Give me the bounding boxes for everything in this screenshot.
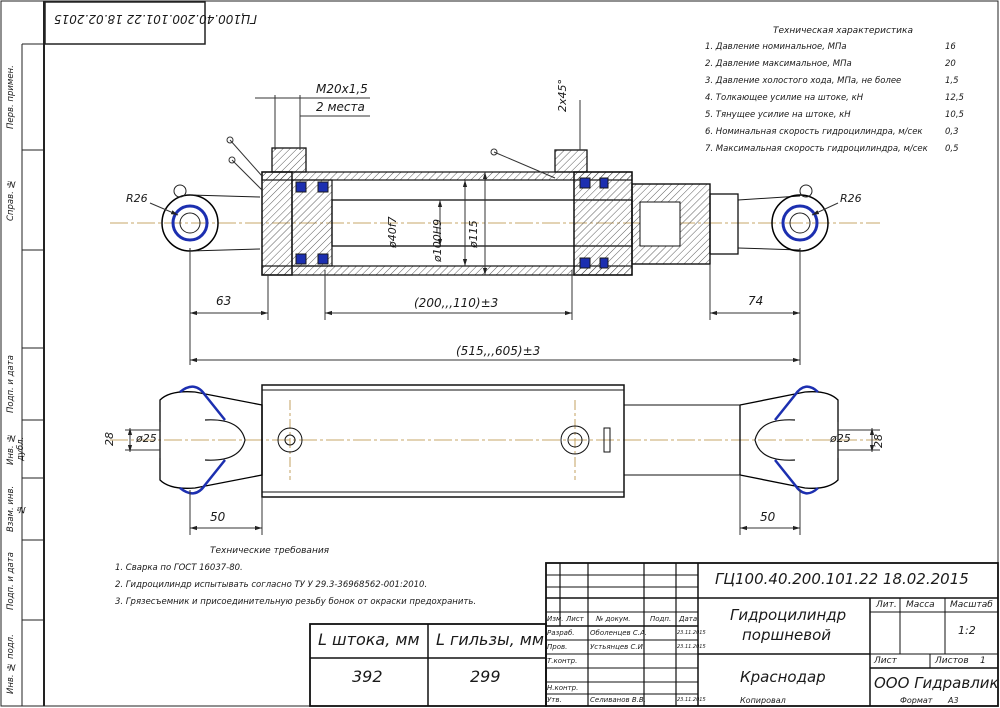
tb-role-date: 23.11.2015: [677, 644, 706, 650]
title-block-scale-header: Масштаб: [950, 600, 993, 610]
spec-row: 7. Максимальная скорость гидроцилиндра, …: [705, 144, 959, 154]
length-table-header-rod: L штока, мм: [318, 630, 420, 649]
title-block-format-value: А3: [948, 696, 959, 705]
tb-role: Н.контр.: [547, 684, 579, 692]
dim-stroke: (200,,,110)±3: [414, 296, 499, 310]
dim-thread-note: 2 места: [316, 100, 365, 114]
requirement-item: 1. Сварка по ГОСТ 16037-80.: [115, 563, 243, 573]
spec-row: 3. Давление холостого хода, МПа, не боле…: [705, 76, 959, 86]
dim-rod-diameter: ø40f7: [386, 216, 399, 248]
side-label: Справ. №: [6, 178, 16, 222]
title-block-format: Формат: [900, 696, 933, 705]
tb-role: Пров.: [547, 643, 568, 651]
title-block-lit: Лит.: [876, 600, 897, 610]
dim-right-pin: ø25: [830, 432, 851, 445]
title-block-sheets: Листов: [935, 656, 969, 666]
spec-title: Техническая характеристика: [773, 26, 913, 36]
spec-row: 6. Номинальная скорость гидроцилиндра, м…: [705, 127, 959, 137]
requirement-item: 2. Гидроцилиндр испытывать согласно ТУ У…: [115, 580, 428, 590]
title-block-city: Краснодар: [740, 668, 826, 686]
tb-col-date: Дата: [679, 615, 698, 623]
tb-role: Утв.: [547, 696, 562, 704]
dim-left-width: 28: [103, 432, 116, 446]
tb-col-sign: Подп.: [650, 615, 672, 623]
requirement-item: 3. Грязесъемник и присоединительную резь…: [115, 597, 477, 607]
title-block-scale: 1:2: [958, 624, 976, 637]
tb-role-name: Оболенцев С.А.: [590, 629, 648, 637]
title-block-name-2: поршневой: [742, 626, 832, 644]
dim-right-length: 74: [748, 294, 764, 308]
dim-left-pin: ø25: [136, 432, 157, 445]
dim-radius-left: R26: [126, 192, 148, 205]
tb-col-izm: Изм.: [547, 615, 564, 623]
length-table-header-barrel: L гильзы, мм: [436, 630, 544, 649]
side-label: Подп. и дата: [6, 552, 16, 610]
tb-role-name: Устьянцев С.И.: [590, 643, 646, 651]
length-table-value-barrel: 299: [470, 667, 501, 686]
plan-view: [110, 384, 880, 535]
dim-thread: M20х1,5: [316, 82, 368, 96]
dim-outer-diameter: ø115: [467, 220, 480, 248]
tb-role: Разраб.: [547, 629, 575, 637]
tb-role-date: 23.11.2015: [677, 697, 706, 703]
length-table-value-rod: 392: [352, 667, 383, 686]
dim-radius-right: R26: [840, 192, 862, 205]
tb-role: Т.контр.: [547, 657, 578, 665]
tb-role-name: Селиванов В.В.: [590, 696, 646, 704]
side-label: Перв. примен.: [6, 65, 16, 130]
dim-total: (515,,,605)±3: [456, 344, 541, 358]
requirements-title: Технические требования: [210, 546, 330, 556]
side-label: Инв. № дубл.: [6, 432, 26, 466]
title-block-name-1: Гидроцилиндр: [730, 606, 847, 624]
title-block-code: ГЦ100.40.200.101.22 18.02.2015: [715, 570, 969, 588]
side-label: Подп. и дата: [6, 355, 16, 413]
tables-grid: [309, 562, 999, 707]
side-label: Инв. № подл.: [6, 634, 16, 694]
section-view: [110, 95, 880, 365]
dim-right-width: 28: [872, 434, 885, 448]
dim-chamfer: 2х45°: [556, 78, 569, 112]
dim-left-50: 50: [210, 510, 226, 524]
dim-right-50: 50: [760, 510, 776, 524]
title-block-sheets-count: 1: [980, 656, 986, 666]
tb-col-doc: № докум.: [596, 615, 631, 623]
side-label: Взам. инв. №: [6, 485, 26, 533]
tb-role-date: 23.11.2015: [677, 630, 706, 636]
title-block-company: ООО Гидравлик: [874, 674, 999, 692]
tb-col-list: Лист: [566, 615, 584, 623]
title-block-sheet: Лист: [874, 656, 897, 666]
title-block-copied: Копировал: [740, 696, 786, 705]
dim-left-length: 63: [216, 294, 232, 308]
corner-stamp: ГЦ100.40.200.101.22 18.02.2015: [54, 12, 258, 26]
title-block-mass: Масса: [906, 600, 935, 610]
dim-bore-diameter: ø100H9: [431, 219, 444, 262]
